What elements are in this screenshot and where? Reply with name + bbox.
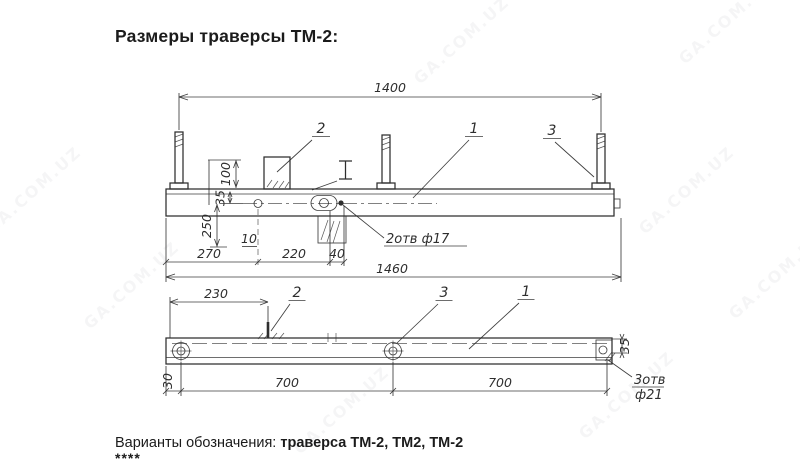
part3-bottom-label: 3 — [440, 285, 449, 301]
dim-700b-label: 700 — [488, 375, 512, 390]
stud-edge-plan — [257, 322, 337, 342]
part2-bottom-label: 2 — [293, 285, 302, 301]
dim-10: 10 — [241, 231, 257, 247]
dim-35-top-label: 35 — [213, 190, 228, 206]
hole-right-bracket — [595, 339, 616, 362]
dim-230-label: 230 — [204, 286, 228, 301]
dim-1400: 1400 — [178, 80, 602, 132]
part-label-3-bottom: 3 — [396, 285, 453, 344]
page-title: Размеры траверсы ТМ-2: — [115, 26, 339, 46]
part3-top-label: 3 — [548, 123, 557, 139]
part-label-1-bottom: 1 — [468, 284, 535, 350]
dim-35-top: 35 — [213, 190, 243, 206]
stud-right — [591, 133, 611, 190]
watermark-text: GA.COM.UZ — [0, 142, 85, 238]
dim-250-label: 250 — [199, 214, 214, 238]
dim-10-label: 10 — [241, 231, 257, 246]
holes-side — [243, 195, 437, 266]
part1-bottom-label: 1 — [522, 284, 531, 300]
watermark-text: GA.COM.UZ — [635, 142, 738, 238]
holes-note-bottom: 3отв ф21 — [607, 359, 665, 403]
dim-270-label: 270 — [197, 246, 221, 261]
dim-1460: 1460 — [165, 218, 622, 282]
dim-100-label: 100 — [218, 162, 233, 186]
dim-220-label: 220 — [282, 246, 306, 261]
holes-note-bottom-line1: 3отв — [634, 373, 665, 388]
dim-row-30-700-700: 30 700 700 — [160, 359, 611, 396]
part2-top-label: 2 — [317, 121, 326, 137]
holes-note-bottom-line2: ф21 — [635, 388, 663, 403]
part-label-3-top: 3 — [543, 123, 595, 178]
dim-230: 230 — [169, 286, 269, 338]
part-label-2-bottom: 2 — [270, 285, 306, 332]
watermark-text: GA.COM.UZ — [410, 0, 513, 88]
dim-35-bottom: 35 — [612, 333, 632, 359]
dim-250: 250 — [199, 204, 227, 248]
part-label-2-top: 2 — [276, 121, 330, 173]
dim-100: 100 — [208, 159, 241, 205]
dim-1400-label: 1400 — [374, 80, 406, 95]
dim-30-label: 30 — [160, 373, 175, 389]
dim-700a-label: 700 — [275, 375, 299, 390]
beam-side-outline — [165, 188, 621, 217]
watermark-text: GA.COM.UZ — [575, 347, 678, 443]
dim-40-label: 40 — [329, 246, 345, 261]
hole-left — [170, 340, 192, 362]
dim-1460-label: 1460 — [376, 261, 408, 276]
part1-top-label: 1 — [470, 121, 479, 137]
caption-prefix: Варианты обозначения: — [115, 434, 281, 451]
plate-item2 — [263, 156, 347, 244]
hole-middle — [382, 340, 404, 362]
footnote-asterisks: **** — [115, 450, 141, 466]
holes-note-top-label: 2отв ф17 — [386, 232, 450, 247]
dim-35-bottom-label: 35 — [617, 338, 632, 354]
caption-designations: траверса ТМ-2, ТМ2, ТМ-2 — [280, 434, 464, 451]
top-view: 1400 100 35 250 10 — [162, 80, 622, 282]
stud-left — [169, 131, 189, 190]
watermark-text: GA.COM.UZ — [80, 237, 183, 333]
watermark-text: GA.COM.UZ — [675, 0, 778, 68]
bottom-view: 230 2 3 1 30 700 700 — [160, 284, 665, 403]
part-label-1-top: 1 — [412, 121, 483, 199]
holes-note-top: 2отв ф17 — [342, 204, 467, 247]
watermark-text: GA.COM.UZ — [725, 227, 800, 323]
stud-middle — [376, 134, 396, 190]
section-mark-ibeam — [311, 160, 352, 191]
caption: Варианты обозначения: траверса ТМ-2, ТМ2… — [115, 435, 463, 451]
